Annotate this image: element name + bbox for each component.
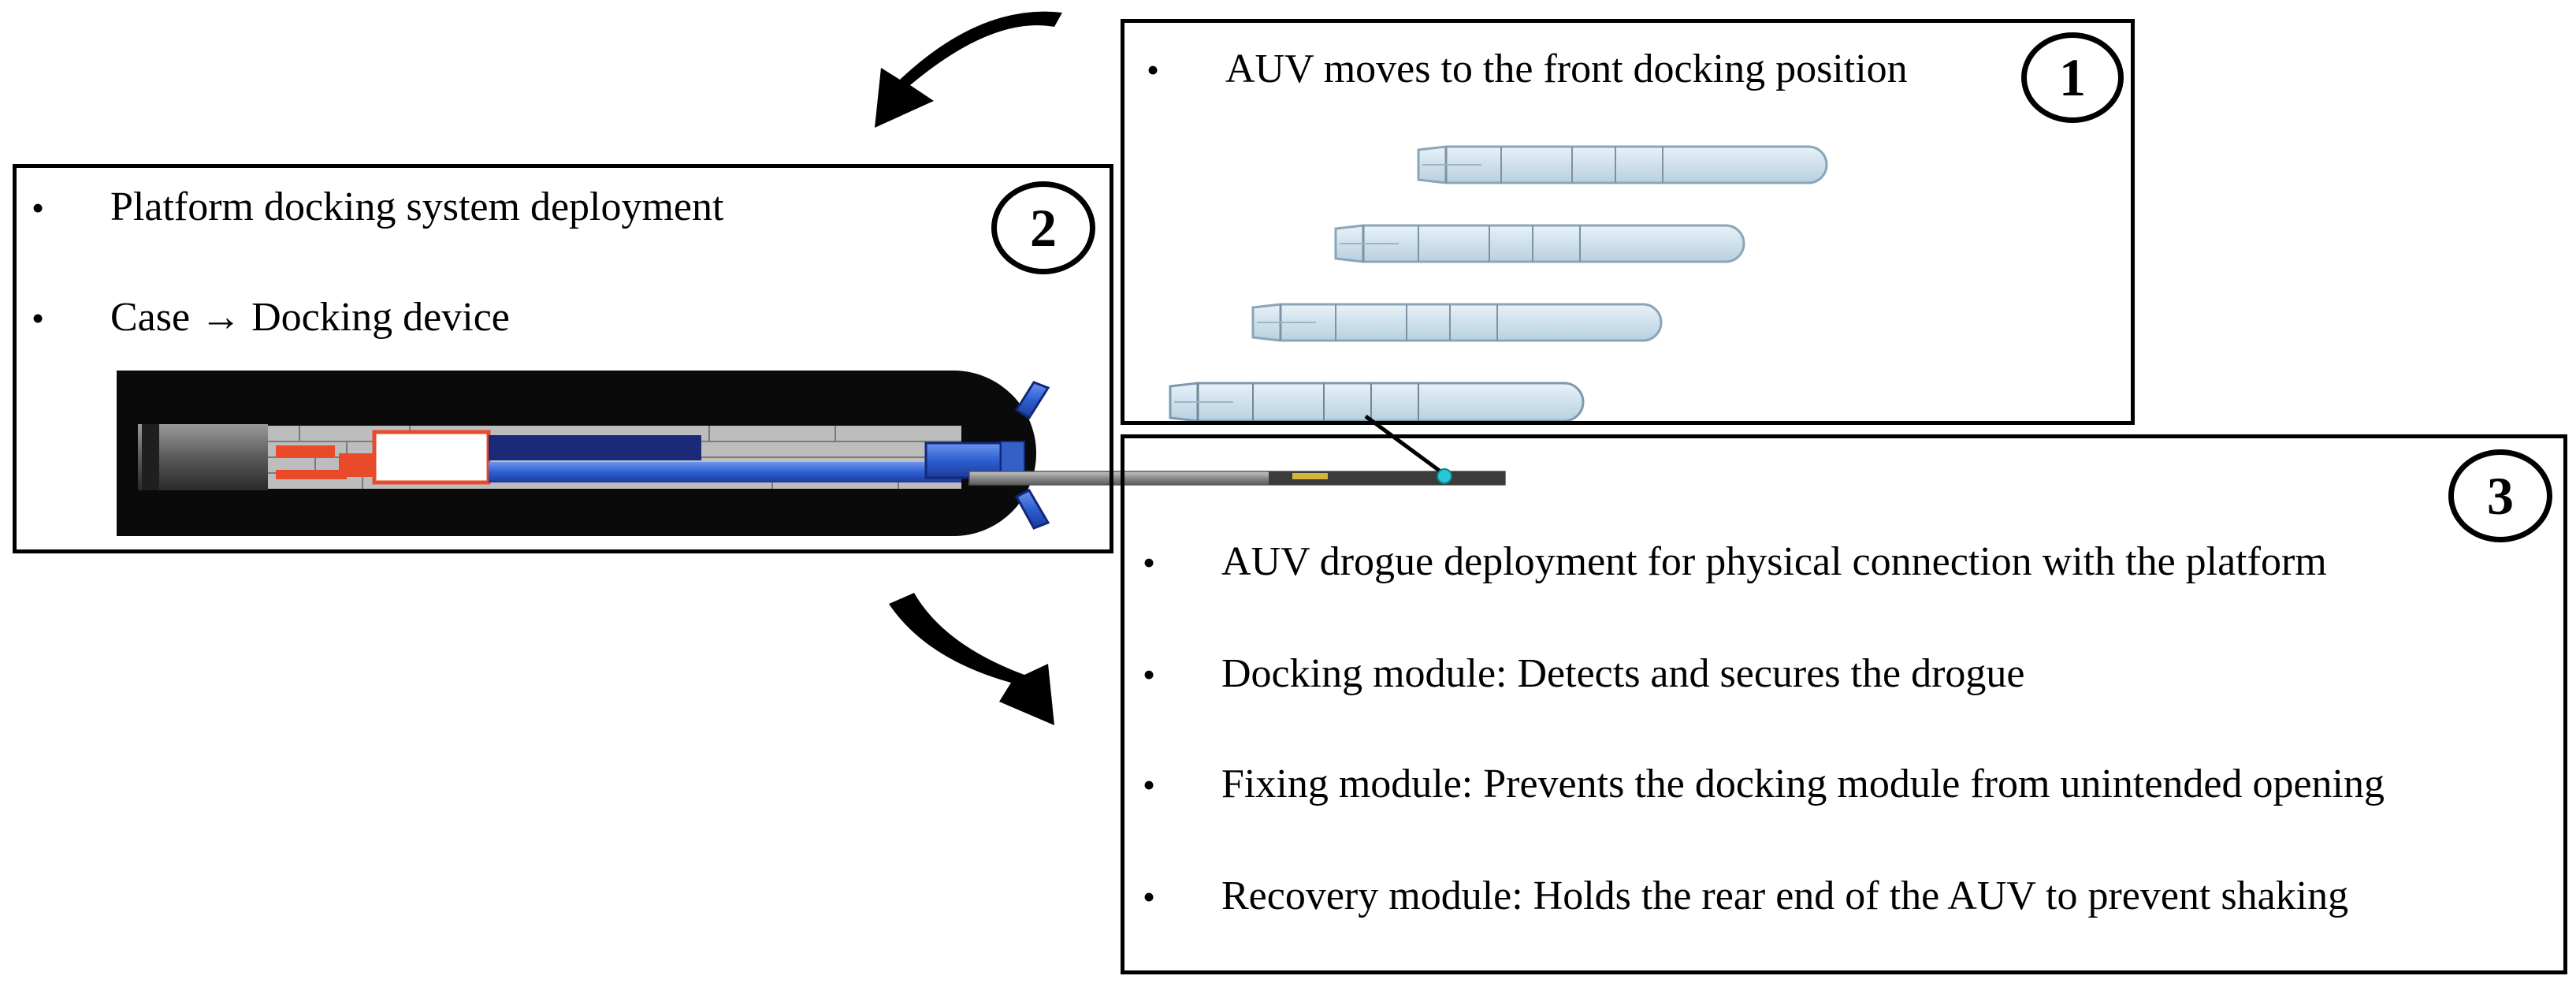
step2-text-1: Platform docking system deployment	[110, 184, 724, 229]
propeller-blade-bottom	[1014, 489, 1050, 530]
step3-text-4: Recovery module: Holds the rear end of t…	[1221, 873, 2349, 918]
step1-bullet-1: • AUV moves to the front docking positio…	[1147, 46, 1908, 92]
step1-number-badge: 1	[2021, 32, 2124, 123]
curved-arrow-step1-to-step2	[875, 11, 1062, 128]
step1-number: 1	[2059, 47, 2086, 107]
step2-text-2: Case → Docking device	[110, 295, 510, 340]
auv-position-2	[1334, 224, 1745, 263]
step3-box	[1121, 434, 2567, 974]
docking-device-case	[117, 371, 1050, 536]
propeller-blade-top	[1014, 381, 1050, 420]
step3-text-2: Docking module: Detects and secures the …	[1221, 651, 2025, 696]
step3-bullet-4: • Recovery module: Holds the rear end of…	[1143, 873, 2348, 919]
step1-box	[1121, 19, 2135, 425]
step3-text-3: Fixing module: Prevents the docking modu…	[1221, 762, 2385, 806]
step2-bullet-1: • Platform docking system deployment	[32, 184, 723, 230]
blue-tube	[489, 462, 961, 482]
bullet-symbol: •	[1143, 877, 1156, 917]
bullet-symbol: •	[1143, 765, 1156, 805]
step3-bullet-2: • Docking module: Detects and secures th…	[1143, 650, 2024, 697]
red-spring-element	[276, 445, 335, 457]
step2-number-badge: 2	[991, 181, 1095, 274]
step2-box	[13, 164, 1113, 553]
step1-text-1: AUV moves to the front docking position	[1225, 47, 1908, 91]
auv-position-1	[1417, 145, 1828, 184]
step3-bullet-1: • AUV drogue deployment for physical con…	[1143, 538, 2327, 585]
step3-bullet-3: • Fixing module: Prevents the docking mo…	[1143, 761, 2385, 807]
drogue-rod	[968, 414, 1506, 486]
step2-bullet-2: • Case → Docking device	[32, 294, 510, 341]
bullet-symbol: •	[1143, 542, 1156, 583]
tether-line	[1364, 414, 1442, 474]
auv-position-3	[1251, 303, 1663, 342]
curved-arrow-step2-to-step3	[889, 593, 1054, 725]
step3-number: 3	[2487, 465, 2514, 526]
auv-position-4	[1169, 382, 1585, 423]
bullet-symbol: •	[1147, 50, 1160, 90]
bullet-symbol: •	[32, 188, 45, 228]
navy-tube	[489, 435, 701, 460]
sensor-marker	[1292, 473, 1328, 479]
bullet-symbol: •	[1143, 654, 1156, 695]
step3-text-1: AUV drogue deployment for physical conne…	[1221, 539, 2327, 584]
drogue-connector	[1437, 468, 1452, 484]
bullet-symbol: •	[32, 298, 45, 338]
step2-number: 2	[1030, 197, 1057, 258]
rear-cap	[138, 424, 268, 490]
step3-number-badge: 3	[2448, 449, 2552, 542]
